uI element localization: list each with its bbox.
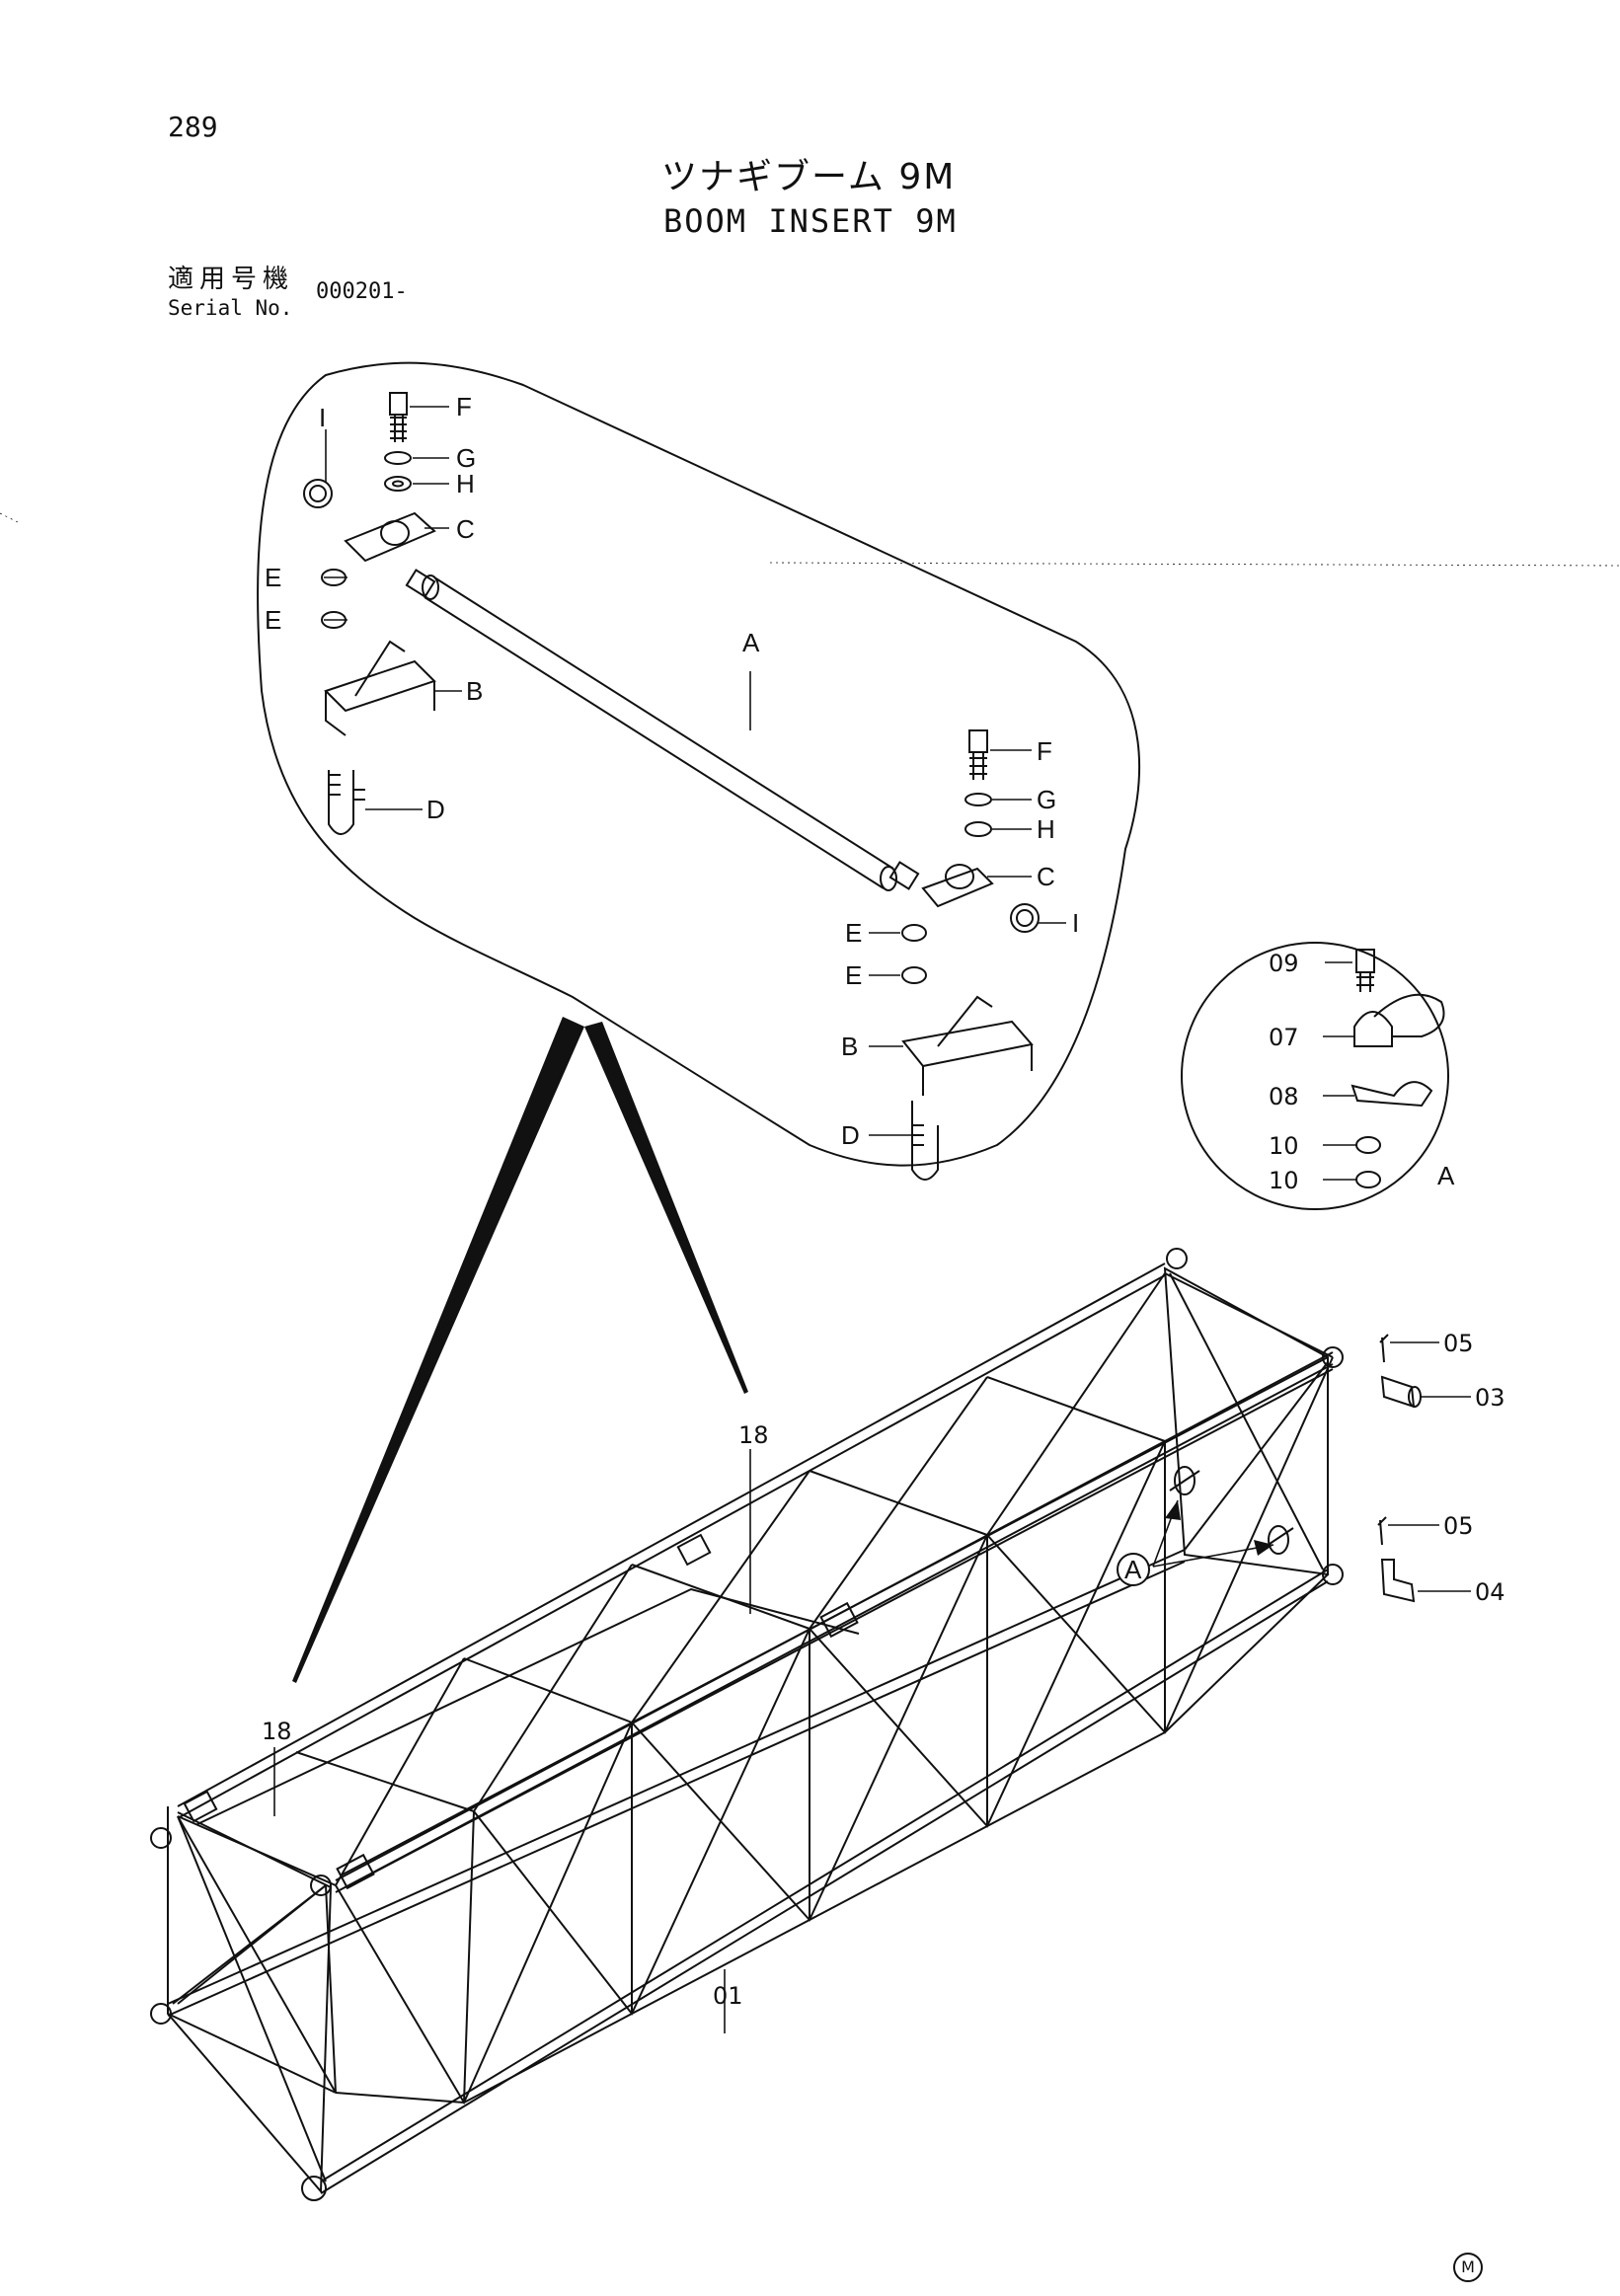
part-18-right: 18 <box>738 1421 769 1449</box>
detail-a-ref: A <box>1437 1161 1455 1190</box>
callout-wedges <box>292 1017 748 1683</box>
label-E1: E <box>265 563 281 592</box>
part-05-top: 05 <box>1443 1330 1474 1357</box>
label-H-bottom: H <box>1037 814 1055 844</box>
label-F-top: F <box>456 392 472 421</box>
part-01: 01 <box>713 1982 743 2010</box>
label-G-top: G <box>456 443 476 473</box>
label-I-top: I <box>319 403 326 432</box>
part-10-a: 10 <box>1269 1132 1299 1160</box>
serial-label-english: Serial No. <box>168 296 293 320</box>
detail-a-callout-circle <box>1117 1553 1150 1586</box>
label-F-bottom: F <box>1037 736 1052 766</box>
part-10-b: 10 <box>1269 1167 1299 1194</box>
detail-a-callout-label: A <box>1124 1555 1142 1584</box>
label-E2: E <box>265 605 281 635</box>
corner-mark: M <box>1453 2253 1483 2282</box>
label-B-top: B <box>466 676 483 706</box>
shaft <box>405 569 920 891</box>
part-05-bottom: 05 <box>1443 1512 1474 1540</box>
label-I-bottom: I <box>1072 908 1079 938</box>
boom-shaft <box>183 1356 1334 1890</box>
part-18-left: 18 <box>262 1718 292 1745</box>
part-04: 04 <box>1475 1578 1505 1606</box>
bearing-assembly-top <box>303 392 436 835</box>
detail-balloon-main <box>0 361 1620 1167</box>
leader-lines-main <box>324 406 1066 1136</box>
arrowheads <box>1165 1500 1273 1556</box>
page-number: 289 <box>168 111 218 143</box>
label-D-bottom: D <box>841 1120 860 1150</box>
pins <box>1377 1334 1422 1603</box>
label-C-bottom: C <box>1037 862 1055 891</box>
label-C-top: C <box>456 514 475 544</box>
detail-circle-a: 09 07 08 10 10 A <box>1181 942 1455 1210</box>
part-09: 09 <box>1269 950 1299 977</box>
serial-value: 000201- <box>316 279 408 304</box>
label-H-top: H <box>456 469 475 498</box>
serial-label-japanese: 適用号機 <box>168 265 295 294</box>
title-english: BOOM INSERT 9M <box>663 202 958 240</box>
title-japanese: ツナギブーム 9M <box>661 157 957 197</box>
leader-lines-boom <box>273 1341 1471 2033</box>
label-G-bottom: G <box>1037 785 1056 814</box>
label-E3: E <box>845 918 862 948</box>
labels-main: F G H C I E E B D A F G H C I E E B D <box>265 392 1079 1150</box>
part-03: 03 <box>1475 1384 1505 1412</box>
label-A: A <box>742 628 760 657</box>
label-B-bottom: B <box>841 1032 858 1061</box>
label-E4: E <box>845 960 862 990</box>
bearing-assembly-bottom <box>901 729 1040 1181</box>
part-07: 07 <box>1269 1024 1299 1051</box>
labels-boom: 05 03 05 04 18 18 01 A <box>262 1330 1505 2010</box>
part-08: 08 <box>1269 1083 1299 1110</box>
label-D-top: D <box>426 795 445 824</box>
